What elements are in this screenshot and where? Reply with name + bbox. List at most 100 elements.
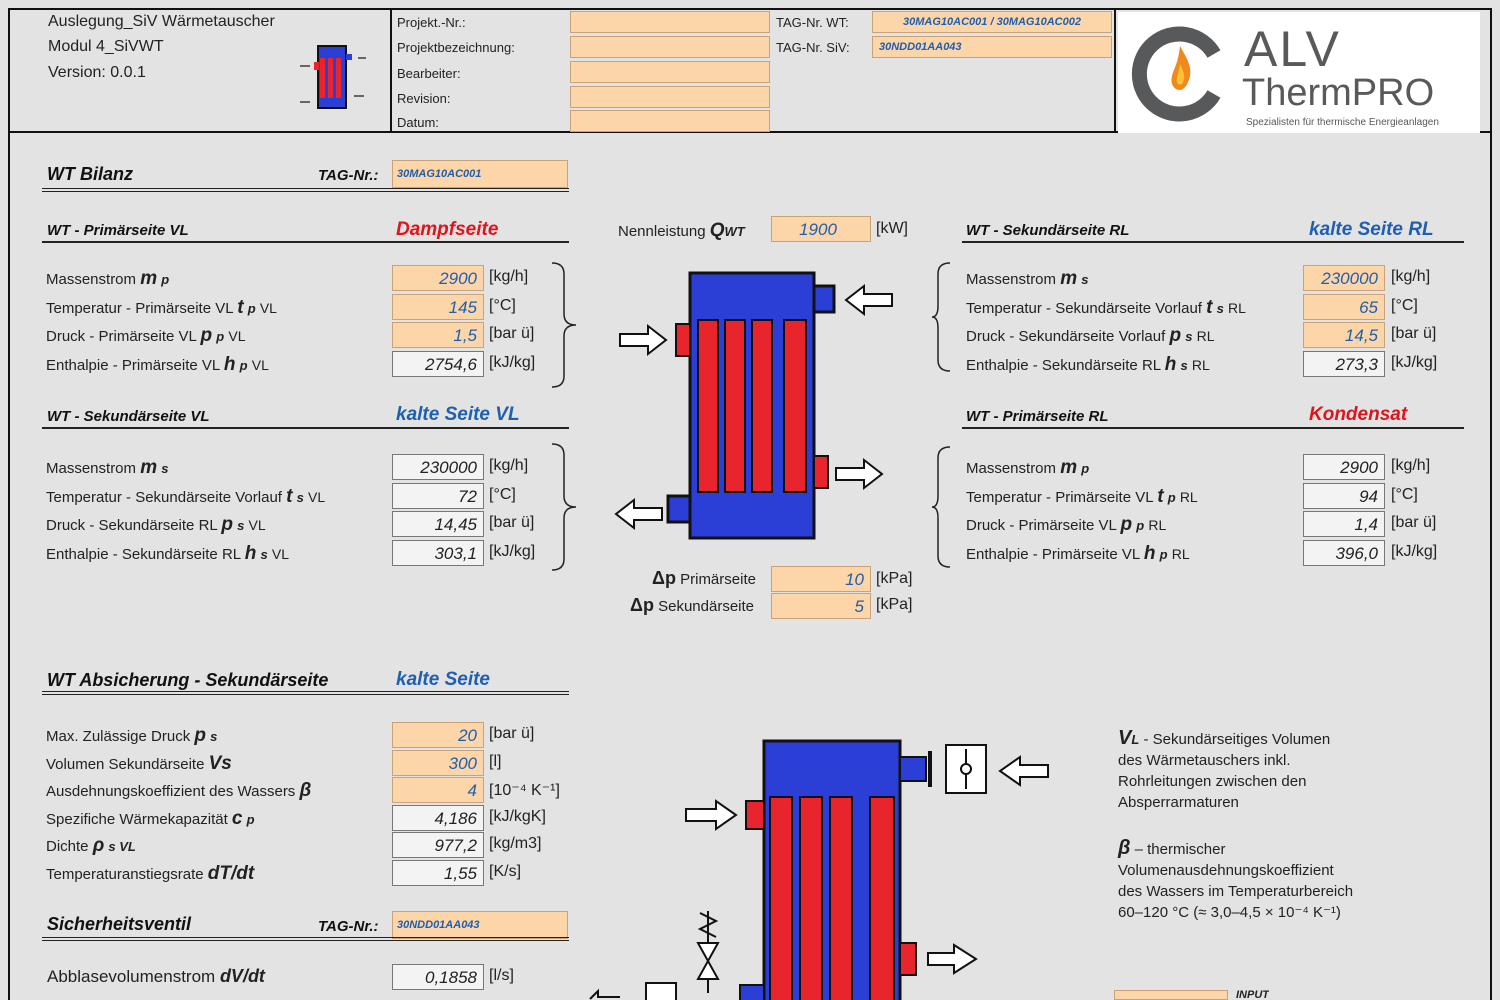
param-input[interactable]: 145	[392, 293, 484, 320]
revision-field[interactable]	[570, 86, 770, 108]
param-label: Temperatur - Primärseite VL t p VL	[46, 296, 277, 318]
date-label: Datum:	[397, 115, 439, 130]
siv-tag-label: TAG-Nr.:	[318, 918, 379, 935]
sekundaer-vl-title: WT - Sekundärseite VL	[47, 408, 210, 425]
param-label: Massenstrom m p	[46, 268, 170, 289]
param-value[interactable]: 273,3	[1303, 350, 1385, 377]
sekundaer-rl-title: WT - Sekundärseite RL	[966, 222, 1130, 239]
param-input[interactable]: 2900	[392, 265, 484, 291]
param-label: Druck - Sekundärseite Vorlauf p s RL	[966, 325, 1215, 346]
logo-text-thermpro: ThermPRO	[1242, 72, 1435, 114]
section-underline	[962, 427, 1464, 429]
param-label: Dichte ρ s VL	[46, 835, 136, 856]
param-value[interactable]: 303,1	[392, 539, 484, 566]
param-value[interactable]: 72	[392, 482, 484, 509]
header-divider	[390, 10, 392, 133]
project-number-field[interactable]	[570, 11, 770, 33]
editor-field[interactable]	[570, 61, 770, 83]
param-label: Temperatur - Primärseite VL t p RL	[966, 485, 1198, 507]
param-unit: [°C]	[1391, 485, 1418, 503]
dp-primaer-input[interactable]: 10	[771, 566, 871, 592]
param-unit: [bar ü]	[1391, 325, 1437, 342]
param-unit: [°C]	[1391, 296, 1418, 314]
kalte-seite-rl-label: kalte Seite RL	[1309, 219, 1434, 240]
primaer-rl-title: WT - Primärseite RL	[966, 408, 1109, 425]
wt-bilanz-title: WT Bilanz	[47, 164, 133, 184]
param-unit: [kJ/kg]	[1391, 542, 1438, 560]
param-unit: [bar ü]	[489, 514, 535, 531]
param-label: Enthalpie - Sekundärseite RL h s RL	[966, 353, 1210, 375]
param-input[interactable]: 14,5	[1303, 322, 1385, 348]
param-unit: [kJ/kg]	[489, 353, 536, 371]
param-value[interactable]: 977,2	[392, 832, 484, 858]
abblase-label: Abblasevolumenstrom dV/dt	[47, 966, 265, 986]
input-legend-swatch	[1114, 990, 1228, 1000]
param-value[interactable]: 1,55	[392, 859, 484, 886]
param-value[interactable]: 14,45	[392, 511, 484, 537]
param-value[interactable]: 396,0	[1303, 539, 1385, 566]
module-version: Version: 0.0.1	[48, 64, 146, 81]
param-unit: [°C]	[489, 485, 516, 503]
wt-bilanz-tag-label: TAG-Nr.:	[318, 167, 379, 184]
param-unit: [K/s]	[489, 862, 522, 880]
param-input[interactable]: 4	[392, 777, 484, 803]
header-divider	[1114, 10, 1116, 133]
param-label: Enthalpie - Primärseite VL h p VL	[46, 353, 269, 375]
date-field[interactable]	[570, 110, 770, 132]
kalte-seite-label: kalte Seite	[396, 669, 490, 690]
bracket-brace	[931, 262, 951, 372]
param-label: Spezifiche Wärmekapazität c p	[46, 807, 255, 829]
param-value[interactable]: 230000	[392, 454, 484, 480]
param-input[interactable]: 20	[392, 722, 484, 748]
param-unit: [bar ü]	[489, 325, 535, 342]
module-name: Modul 4_SiVWT	[48, 38, 164, 55]
param-unit: [kJ/kgK]	[489, 807, 546, 825]
beta-note: β – thermischer Volumenausdehnungskoeffi…	[1118, 837, 1354, 922]
param-unit: [10⁻⁴ K⁻¹]	[489, 782, 560, 799]
param-value[interactable]: 1,4	[1303, 511, 1385, 537]
nennleistung-input[interactable]: 1900	[771, 216, 871, 242]
param-value[interactable]: 2900	[1303, 454, 1385, 480]
header-panel: Auslegung_SiV Wärmetauscher Modul 4_SiVW…	[8, 8, 1492, 133]
sicherheitsventil-title: Sicherheitsventil	[47, 914, 192, 934]
dp-sekundaer-input[interactable]: 5	[771, 593, 871, 619]
param-label: Druck - Sekundärseite RL p s VL	[46, 514, 266, 535]
param-input[interactable]: 230000	[1303, 265, 1385, 291]
tag-wt-field[interactable]: 30MAG10AC001 / 30MAG10AC002	[872, 11, 1112, 33]
param-label: Druck - Primärseite VL p p VL	[46, 325, 246, 346]
param-value[interactable]: 2754,6	[392, 350, 484, 377]
revision-label: Revision:	[397, 91, 451, 106]
section-underline	[42, 427, 569, 429]
kalte-seite-vl-label: kalte Seite VL	[396, 404, 520, 425]
section-underline	[42, 937, 569, 941]
tag-siv-field[interactable]: 30NDD01AA043	[872, 36, 1112, 58]
param-value[interactable]: 4,186	[392, 804, 484, 831]
dampfseite-label: Dampfseite	[396, 219, 499, 240]
param-input[interactable]: 65	[1303, 293, 1385, 320]
param-value[interactable]: 94	[1303, 482, 1385, 509]
abblase-value[interactable]: 0,1858	[392, 964, 484, 990]
dp-sekundaer-label: Δp Sekundärseite	[630, 595, 755, 615]
tag-wt-label: TAG-Nr. WT:	[776, 15, 849, 30]
project-name-field[interactable]	[570, 36, 770, 58]
param-unit: [kg/h]	[1391, 268, 1431, 285]
input-legend-label: INPUT	[1236, 990, 1269, 1000]
logo-text-alv: ALV	[1244, 21, 1341, 77]
siv-tag-field[interactable]: 30NDD01AA043	[392, 911, 568, 939]
param-label: Max. Zulässige Druck p s	[46, 725, 218, 746]
wt-bilanz-tag-field[interactable]: 30MAG10AC001	[392, 160, 568, 188]
logo-tagline: Spezialisten für thermische Energieanlag…	[1246, 117, 1439, 128]
bracket-brace	[931, 446, 951, 568]
company-logo: ALV ThermPRO Spezialisten für thermische…	[1118, 12, 1480, 133]
param-input[interactable]: 1,5	[392, 322, 484, 348]
section-underline	[42, 188, 569, 192]
heat-exchanger-diagram	[614, 271, 893, 540]
param-unit: [kJ/kg]	[489, 542, 536, 560]
flame-ring-logo-icon	[1131, 26, 1221, 122]
bracket-brace	[551, 443, 577, 571]
param-unit: [kg/h]	[1391, 457, 1431, 474]
absicherung-title: WT Absicherung - Sekundärseite	[47, 670, 329, 690]
param-input[interactable]: 300	[392, 749, 484, 776]
param-unit: [kg/m3]	[489, 835, 542, 852]
